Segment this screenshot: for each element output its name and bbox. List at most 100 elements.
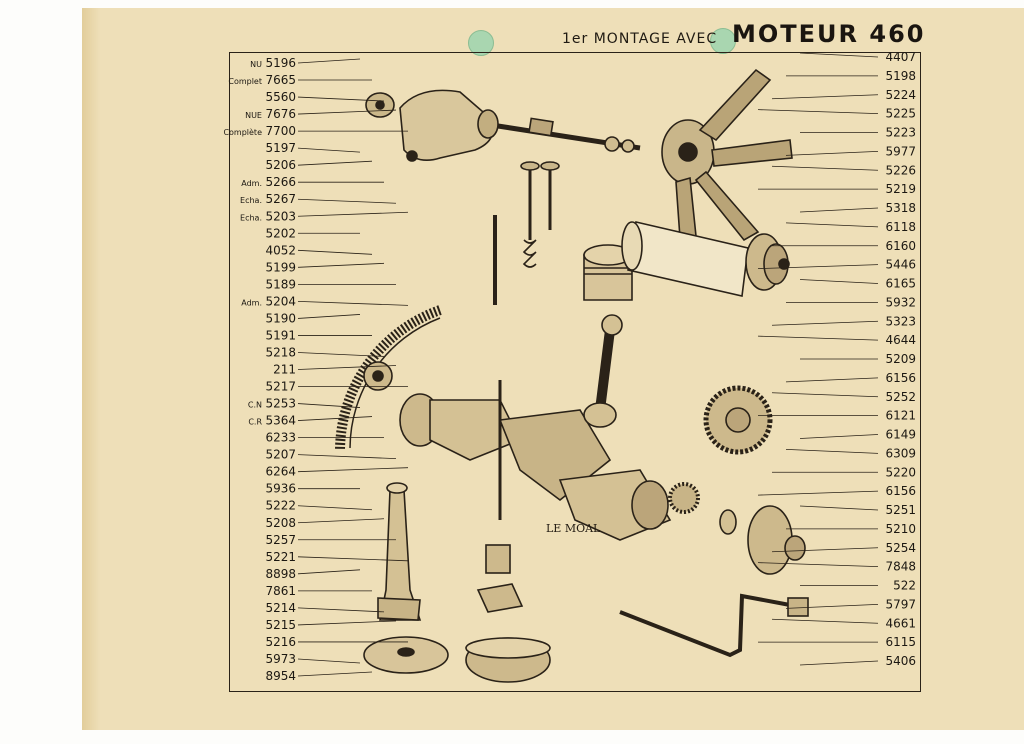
part-number: 4052 [265,243,296,257]
right-part-label: 522 [800,579,916,593]
part-number: 5560 [265,90,296,104]
part-number: 5936 [265,482,296,496]
right-part-label: 6149 [799,428,916,442]
part-number: 5977 [885,144,916,158]
leader-line [297,454,397,460]
part-number: 5199 [265,260,296,274]
part-number: 7848 [885,560,916,574]
part-number: 5226 [885,163,916,177]
leader-line [297,352,385,357]
part-number: 5252 [885,390,916,404]
right-part-label: 6156 [757,484,916,498]
leader-line [297,160,373,166]
leader-line [297,147,361,153]
right-part-label: 5220 [772,465,916,479]
left-part-label: 5208 [265,516,385,530]
leader-line [297,505,373,511]
part-number: 5223 [885,126,916,140]
part-number: 5225 [885,107,916,121]
part-number: 5214 [265,601,296,615]
cylinder-liner-icon [621,221,749,297]
left-part-label: 5216 [265,635,408,649]
left-part-label: Adm.5266 [241,175,384,189]
left-part-label: 211 [273,363,397,377]
leader-line [799,279,879,284]
leader-line [799,434,879,439]
timing-gear-icon [668,482,700,514]
cam-gear-icon [703,385,773,455]
part-number: 5221 [265,550,296,564]
part-number: 4407 [885,50,916,64]
right-part-label: 5224 [771,88,916,102]
part-number: 5189 [265,277,296,291]
left-part-label: 5560 [265,90,385,104]
part-number: 5209 [885,352,916,366]
leader-line [785,448,879,454]
right-part-label: 4407 [799,50,916,64]
part-number: 5797 [885,597,916,611]
left-part-label: 8954 [265,669,373,683]
left-part-label: 5202 [265,226,360,240]
part-number: 6115 [885,635,916,649]
leader-line [757,264,879,270]
part-number: 8954 [265,669,296,683]
leader-line [297,671,373,677]
left-part-label: 5207 [265,448,397,462]
part-number: 5318 [885,201,916,215]
part-prefix: Echa. [240,213,262,222]
page-binding-edge [82,8,100,730]
diagram-frame [229,52,921,692]
right-part-label: 6115 [758,635,916,649]
leader-line [799,207,879,213]
part-prefix: Adm. [241,179,262,188]
left-part-label: 5217 [265,380,408,394]
part-number: 5266 [265,175,296,189]
part-number: 5216 [265,635,296,649]
part-prefix: Adm. [241,298,262,307]
leader-line [297,658,361,664]
part-number: 5218 [265,345,296,359]
leader-line [297,416,373,421]
part-number: 6156 [885,484,916,498]
part-prefix: C.R [248,418,262,427]
right-part-label: 4661 [771,616,916,630]
right-part-label: 5226 [771,163,916,177]
leader-line [297,556,409,562]
crank-pulley-icon [719,505,806,575]
leader-line [297,314,361,319]
oil-strainer-icon [363,583,551,683]
artist-signature: LE MOAL [546,522,601,535]
leader-line [785,603,879,609]
part-number: 5196 [265,56,296,70]
water-pump-icon [365,89,499,162]
part-number: 6160 [885,239,916,253]
part-number: 5203 [265,209,296,223]
leader-line [799,660,879,666]
right-part-label: 7848 [757,560,916,574]
left-part-label: 5257 [265,533,396,547]
right-part-label: 5251 [799,503,916,517]
part-number: 5364 [265,414,296,428]
leader-line [799,505,879,511]
part-prefix: Echa. [240,196,262,205]
catalog-page [82,8,1024,730]
right-part-label: 5252 [771,390,916,404]
piston-icon [583,244,633,301]
crank-handle-icon [619,593,809,658]
part-number: 5198 [885,69,916,83]
leader-line [297,58,361,64]
page-title: MOTEUR 460 [732,20,926,48]
left-part-label: 5936 [265,482,360,496]
part-number: 5932 [885,295,916,309]
left-part-label: 5190 [265,311,361,325]
leader-line [297,467,409,473]
left-part-label: 5222 [265,499,373,513]
pulley-icon [745,233,790,291]
part-number: 5207 [265,448,296,462]
